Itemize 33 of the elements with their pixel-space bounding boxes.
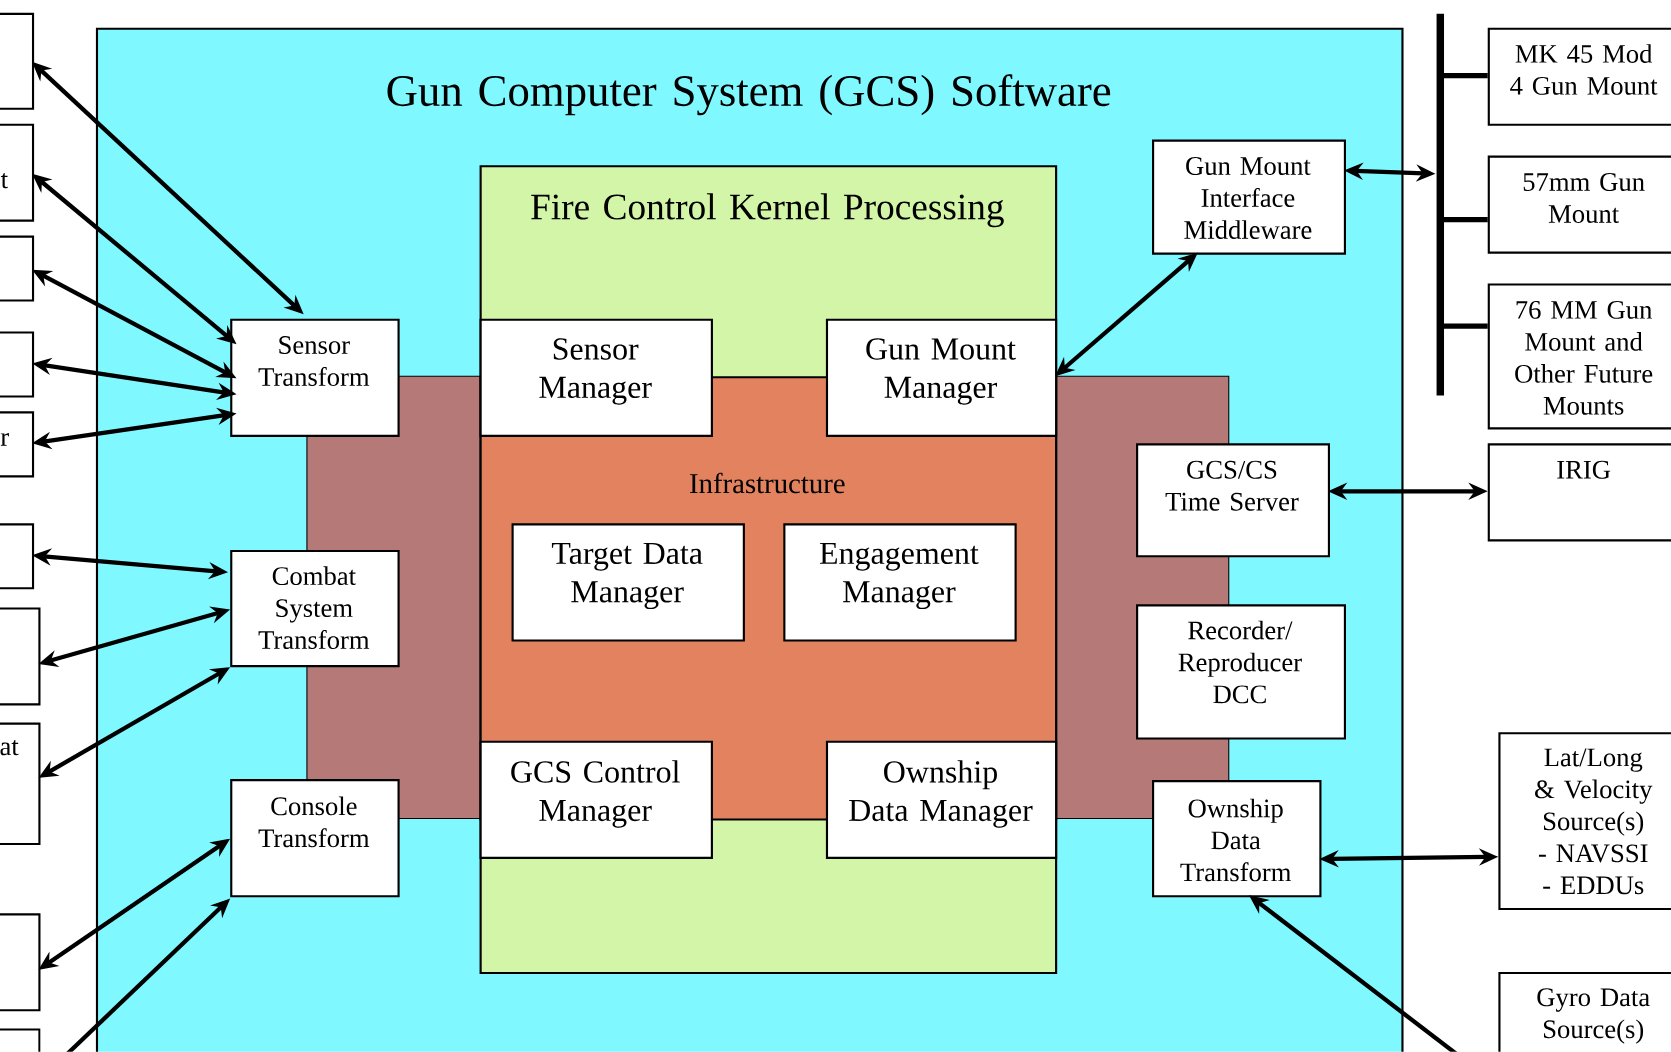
external-box: [0, 607, 41, 706]
manager-box: Ownship Data Manager: [825, 740, 1058, 860]
interface-box: IRIG: [1487, 443, 1671, 542]
connector-line: [1442, 73, 1488, 79]
manager-box: Target Data Manager: [511, 523, 745, 642]
external-box: [0, 913, 41, 1012]
external-box: [0, 523, 35, 590]
external-box: [0, 1028, 41, 1052]
gun-mount-box: MK 45 Mod 4 Gun Mount: [1487, 27, 1671, 126]
middleware-box: Gun Mount Interface Middleware: [1152, 139, 1346, 255]
external-box: [0, 235, 35, 302]
external-box: at: [0, 722, 41, 846]
external-box: t: [0, 123, 35, 222]
manager-box: Sensor Manager: [479, 318, 713, 438]
external-box: r: [0, 411, 35, 478]
bus-bar: [1436, 13, 1445, 396]
manager-box: Gun Mount Manager: [825, 318, 1058, 438]
external-box: [0, 331, 35, 398]
transform-box: Console Transform: [230, 779, 400, 898]
gun-mount-box: 57mm Gun Mount: [1487, 155, 1671, 254]
server-box: GCS/CS Time Server: [1136, 443, 1330, 558]
recorder-box: Recorder/ Reproducer DCC: [1136, 604, 1346, 740]
external-box: [0, 12, 35, 110]
transform-box: Ownship Data Transform: [1152, 780, 1322, 898]
connector-line: [1442, 323, 1488, 329]
manager-box: Engagement Manager: [783, 523, 1017, 642]
manager-box: GCS Control Manager: [479, 740, 713, 860]
source-box: Lat/Long & Velocity Source(s) - NAVSSI - EDDUs: [1498, 732, 1671, 911]
transform-box: Combat System Transform: [230, 550, 400, 668]
source-box: Gyro Data Source(s): [1498, 972, 1671, 1052]
transform-box: Sensor Transform: [230, 318, 400, 438]
connector-line: [1442, 216, 1488, 223]
gun-mount-box: 76 MM Gun Mount and Other Future Mounts: [1487, 283, 1671, 430]
